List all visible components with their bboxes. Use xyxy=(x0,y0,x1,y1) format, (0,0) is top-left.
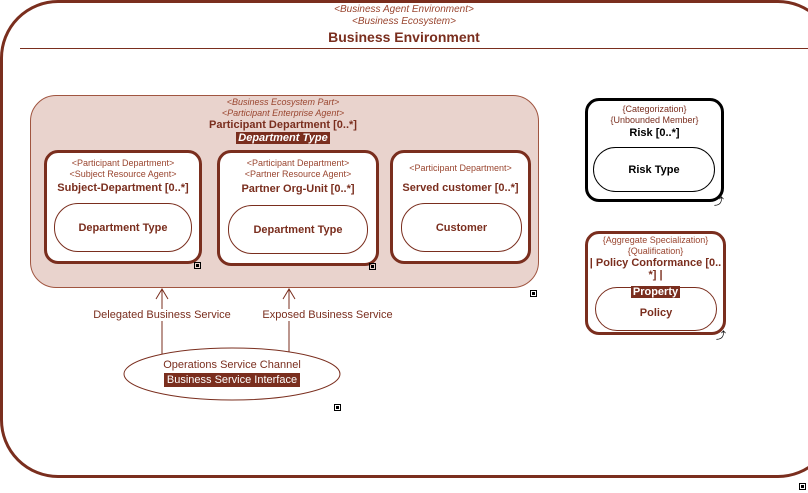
environment-stereotype-ecosystem: <Business Ecosystem> xyxy=(352,16,456,27)
part-type-highlight: Department Type xyxy=(236,132,330,144)
partner-title: Partner Org-Unit [0..*] xyxy=(241,183,355,195)
part-type-label: Department Type xyxy=(183,132,383,144)
policy-stereotype-qualification: {Qualification} xyxy=(627,246,684,256)
part-stereotype-enterprise-agent: <Participant Enterprise Agent> xyxy=(221,108,345,118)
subject-title: Subject-Department [0..*] xyxy=(57,182,189,194)
policy-property-label: Property xyxy=(585,286,726,298)
environment-divider xyxy=(20,48,808,49)
channel-interface-label: Business Service Interface xyxy=(132,373,332,387)
expand-icon[interactable] xyxy=(530,290,537,297)
expand-icon[interactable] xyxy=(799,483,806,490)
business-environment-boundary[interactable] xyxy=(0,0,808,478)
environment-title: Business Environment xyxy=(328,29,480,45)
risk-stereotype-categorization: {Categorization} xyxy=(622,104,687,114)
part-title: Participant Department [0..*] xyxy=(209,119,357,131)
served-title: Served customer [0..*] xyxy=(402,182,519,194)
policy-title-line1: | Policy Conformance [0.. xyxy=(589,257,722,269)
subject-type-pill[interactable]: Department Type xyxy=(54,203,192,252)
risk-stereotype-unbounded: {Unbounded Member} xyxy=(610,115,699,125)
customer-pill[interactable]: Customer xyxy=(401,203,522,252)
part-stereotype-ecosystem-part: <Business Ecosystem Part> xyxy=(226,97,340,107)
channel-title: Operations Service Channel xyxy=(163,359,301,371)
corner-arrow-icon[interactable]: ⤴ xyxy=(716,331,726,342)
risk-title: Risk [0..*] xyxy=(629,127,680,139)
channel-interface-highlight: Business Service Interface xyxy=(163,373,301,387)
subject-stereotype-resource: <Subject Resource Agent> xyxy=(69,169,177,179)
expand-icon[interactable] xyxy=(194,262,201,269)
exposed-arrowhead xyxy=(282,288,296,300)
partner-type-pill[interactable]: Department Type xyxy=(228,205,368,254)
corner-arrow-icon[interactable]: ⤴ xyxy=(714,197,724,208)
exposed-service-label: Exposed Business Service xyxy=(240,309,415,321)
risk-type-pill[interactable]: Risk Type xyxy=(593,147,715,192)
policy-title-line2: *] | xyxy=(648,269,663,281)
served-stereotype-participant: <Participant Department> xyxy=(409,163,512,173)
expand-icon[interactable] xyxy=(334,404,341,411)
delegated-service-label: Delegated Business Service xyxy=(52,309,272,321)
partner-stereotype-resource: <Partner Resource Agent> xyxy=(244,169,352,179)
subject-stereotype-participant: <Participant Department> xyxy=(71,158,175,168)
policy-property-highlight: Property xyxy=(630,286,681,298)
policy-stereotype-aggregate: {Aggregate Specialization} xyxy=(602,235,709,245)
environment-stereotype-agent: <Business Agent Environment> xyxy=(334,4,474,15)
expand-icon[interactable] xyxy=(369,263,376,270)
delegated-arrowhead xyxy=(155,288,169,300)
partner-stereotype-participant: <Participant Department> xyxy=(246,158,350,168)
